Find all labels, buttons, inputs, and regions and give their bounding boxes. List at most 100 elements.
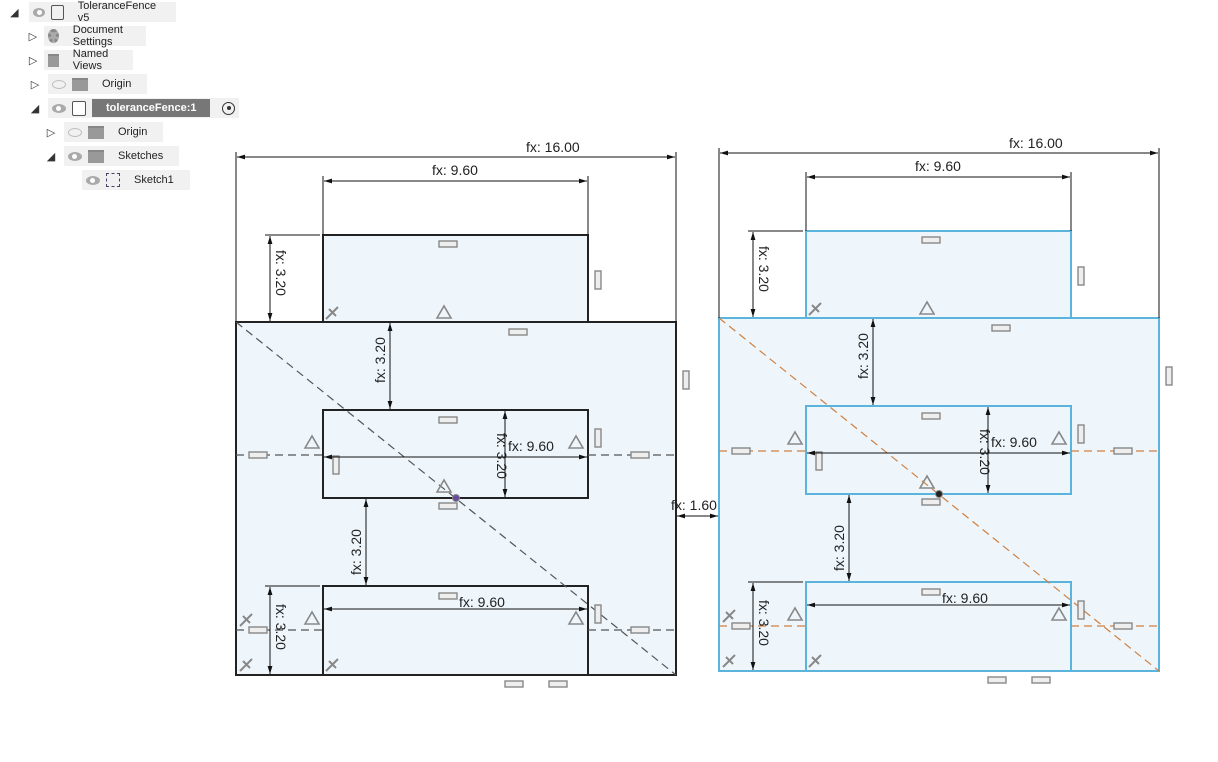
dim-label-mid-width[interactable]: fx: 9.60 [991, 434, 1037, 450]
tree-item-root[interactable]: ◢ ToleranceFence v5 [8, 0, 177, 24]
perpendicular-constraint-icon[interactable] [239, 613, 253, 627]
dim-label-bottom-width[interactable]: fx: 9.60 [459, 594, 505, 610]
perpendicular-constraint-icon[interactable] [239, 658, 253, 672]
vertical-constraint-icon[interactable] [594, 270, 602, 290]
spacing-dimension[interactable]: fx: 1.60 [671, 497, 718, 519]
midpoint-constraint-icon[interactable] [918, 300, 936, 315]
midpoint-constraint-icon[interactable] [1050, 430, 1068, 445]
eye-icon[interactable] [68, 151, 82, 161]
expand-icon[interactable]: ▷ [30, 78, 40, 91]
tree-item-sketches[interactable]: ◢ Sketches [44, 146, 180, 166]
collapse-icon[interactable]: ◢ [10, 6, 19, 19]
midpoint-constraint-icon[interactable] [303, 610, 321, 625]
horizontal-constraint-icon[interactable] [991, 324, 1011, 332]
horizontal-constraint-icon[interactable] [731, 447, 751, 455]
horizontal-constraint-icon[interactable] [1113, 447, 1133, 455]
horizontal-constraint-icon[interactable] [987, 676, 1007, 684]
middle-slot-profile[interactable] [322, 409, 589, 499]
vertical-constraint-icon[interactable] [1077, 424, 1085, 444]
expand-icon[interactable]: ▷ [28, 54, 38, 67]
vertical-constraint-icon[interactable] [682, 370, 690, 390]
dim-label-gap-bottom[interactable]: fx: 3.20 [348, 529, 364, 575]
dim-label-gap-bottom[interactable]: fx: 3.20 [831, 525, 847, 571]
horizontal-constraint-icon[interactable] [630, 626, 650, 634]
dim-label-top-height[interactable]: fx: 3.20 [273, 250, 289, 296]
dim-label-outer-width[interactable]: fx: 16.00 [1009, 135, 1063, 151]
vertical-constraint-icon[interactable] [1165, 366, 1173, 386]
horizontal-constraint-icon[interactable] [731, 622, 751, 630]
tree-item-document-settings[interactable]: ▷ Document Settings [28, 24, 147, 48]
midpoint-constraint-icon[interactable] [567, 610, 585, 625]
dim-label-bottom-width[interactable]: fx: 9.60 [942, 590, 988, 606]
eye-hidden-icon[interactable] [68, 127, 82, 137]
dim-label-gap-top[interactable]: fx: 3.20 [855, 333, 871, 379]
vertical-constraint-icon[interactable] [1077, 600, 1085, 620]
dim-label-gap-top[interactable]: fx: 3.20 [372, 337, 388, 383]
construction-diagonal[interactable] [235, 321, 677, 676]
dim-label-bottom-height[interactable]: fx: 3.20 [273, 604, 289, 650]
tree-item-origin-2[interactable]: ▷ Origin [44, 122, 164, 142]
collapse-icon[interactable]: ◢ [46, 150, 56, 163]
tree-item-sketch1[interactable]: Sketch1 [82, 170, 190, 190]
dim-label-outer-width[interactable]: fx: 16.00 [526, 139, 580, 155]
dim-label-top-width[interactable]: fx: 9.60 [915, 158, 961, 174]
perpendicular-constraint-icon[interactable] [722, 654, 736, 668]
horizontal-constraint-icon[interactable] [504, 680, 524, 688]
horizontal-constraint-icon[interactable] [438, 416, 458, 424]
bottom-slot-profile[interactable] [322, 585, 589, 676]
top-tab-profile[interactable] [805, 230, 1072, 319]
vertical-constraint-icon[interactable] [594, 604, 602, 624]
dim-label-mid-height[interactable]: fx: 3.20 [977, 429, 993, 475]
horizontal-constraint-icon[interactable] [438, 240, 458, 248]
horizontal-constraint-icon[interactable] [1113, 622, 1133, 630]
tree-item-origin[interactable]: ▷ Origin [28, 74, 148, 94]
horizontal-constraint-icon[interactable] [921, 498, 941, 506]
center-point[interactable] [452, 494, 460, 502]
perpendicular-constraint-icon[interactable] [722, 609, 736, 623]
horizontal-constraint-icon[interactable] [438, 592, 458, 600]
perpendicular-constraint-icon[interactable] [808, 654, 822, 668]
dim-label-bottom-height[interactable]: fx: 3.20 [756, 600, 772, 646]
expand-icon[interactable]: ▷ [28, 30, 38, 43]
activate-radio-icon[interactable] [222, 101, 236, 115]
eye-icon[interactable] [32, 7, 46, 17]
tree-item-tolerancefence[interactable]: ◢ toleranceFence:1 [28, 98, 240, 118]
horizontal-constraint-icon[interactable] [1031, 676, 1051, 684]
midpoint-constraint-icon[interactable] [567, 434, 585, 449]
midpoint-constraint-icon[interactable] [435, 478, 453, 493]
vertical-constraint-icon[interactable] [1077, 266, 1085, 286]
construction-diagonal[interactable] [718, 317, 1160, 672]
vertical-constraint-icon[interactable] [332, 455, 340, 475]
midpoint-constraint-icon[interactable] [918, 474, 936, 489]
midpoint-constraint-icon[interactable] [303, 434, 321, 449]
expand-icon[interactable]: ▷ [46, 126, 56, 139]
perpendicular-constraint-icon[interactable] [325, 306, 339, 320]
dim-label-top-width[interactable]: fx: 9.60 [432, 162, 478, 178]
dim-label-top-height[interactable]: fx: 3.20 [756, 246, 772, 292]
horizontal-constraint-icon[interactable] [921, 412, 941, 420]
center-point[interactable] [935, 490, 943, 498]
perpendicular-constraint-icon[interactable] [808, 302, 822, 316]
midpoint-constraint-icon[interactable] [1050, 606, 1068, 621]
tree-item-named-views[interactable]: ▷ Named Views [28, 48, 134, 72]
eye-icon[interactable] [86, 175, 100, 185]
horizontal-constraint-icon[interactable] [508, 328, 528, 336]
vertical-constraint-icon[interactable] [594, 428, 602, 448]
top-tab-profile[interactable] [322, 234, 589, 323]
collapse-icon[interactable]: ◢ [30, 102, 40, 115]
perpendicular-constraint-icon[interactable] [325, 658, 339, 672]
bottom-slot-profile[interactable] [805, 581, 1072, 672]
eye-hidden-icon[interactable] [52, 79, 66, 89]
middle-slot-profile[interactable] [805, 405, 1072, 495]
dim-label-mid-height[interactable]: fx: 3.20 [494, 433, 510, 479]
horizontal-constraint-icon[interactable] [548, 680, 568, 688]
vertical-constraint-icon[interactable] [815, 451, 823, 471]
horizontal-constraint-icon[interactable] [630, 451, 650, 459]
horizontal-constraint-icon[interactable] [921, 236, 941, 244]
horizontal-constraint-icon[interactable] [921, 588, 941, 596]
eye-icon[interactable] [52, 103, 66, 113]
horizontal-constraint-icon[interactable] [248, 451, 268, 459]
horizontal-constraint-icon[interactable] [248, 626, 268, 634]
midpoint-constraint-icon[interactable] [435, 304, 453, 319]
